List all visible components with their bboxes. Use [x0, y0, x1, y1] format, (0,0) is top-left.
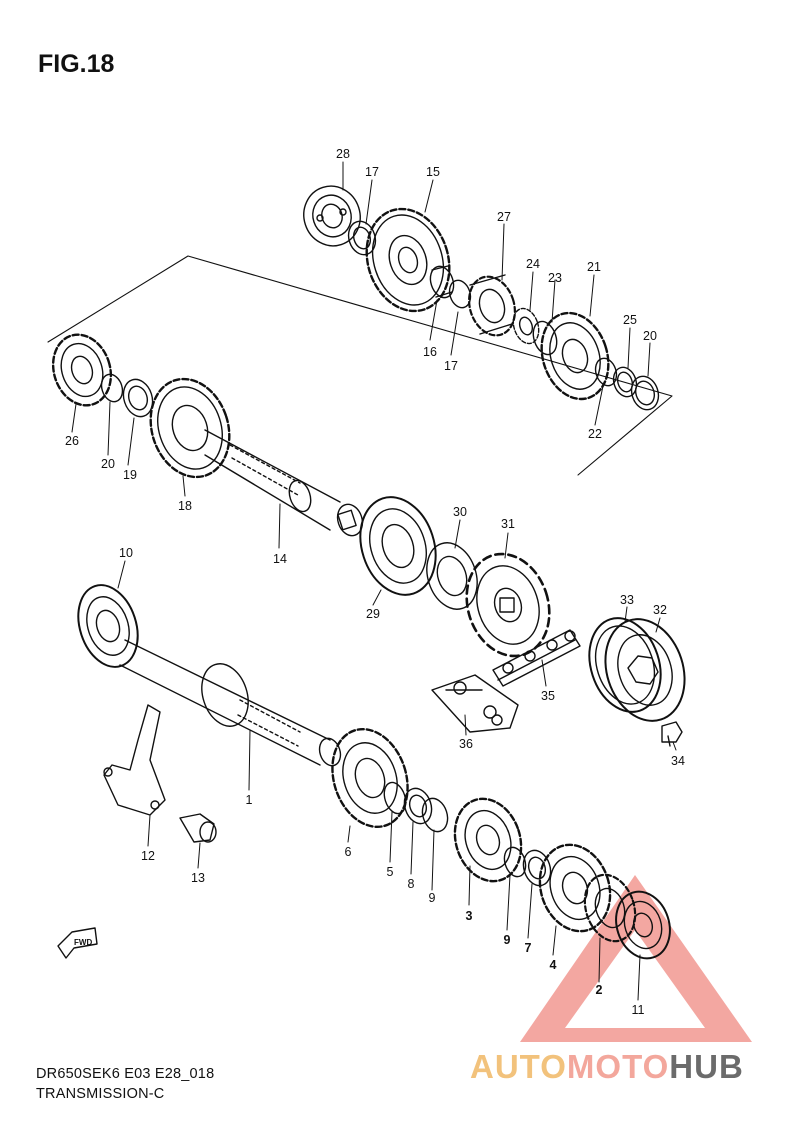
leader-lines [71, 161, 677, 1001]
callout-23: 23 [548, 271, 562, 285]
gear-6 [331, 727, 409, 829]
callout-17-upper: 17 [365, 165, 379, 179]
chain-joint-35 [492, 629, 581, 687]
callout-24: 24 [526, 257, 540, 271]
callout-20-left: 20 [101, 457, 115, 471]
callout-1: 1 [246, 793, 253, 807]
washer-19 [122, 378, 154, 418]
bushing-5 [383, 781, 407, 815]
gear-18 [149, 377, 231, 479]
gear-27 [468, 274, 516, 337]
callout-4: 4 [550, 958, 557, 972]
warning-triangle-logo [520, 875, 752, 1042]
callout-33: 33 [620, 593, 634, 607]
callout-26: 26 [65, 434, 79, 448]
gear-26 [51, 333, 113, 407]
bolt-13 [179, 813, 217, 843]
countershaft-14 [204, 429, 364, 537]
bearing-28 [303, 185, 361, 247]
watermark-auto: AUTO [470, 1048, 567, 1085]
callout-28: 28 [336, 147, 350, 161]
circlip-20-left [100, 373, 124, 403]
callout-6: 6 [345, 845, 352, 859]
bushing-22 [594, 357, 618, 387]
watermark-text: AUTOMOTOHUB [470, 1048, 744, 1086]
callout-5: 5 [387, 865, 394, 879]
callout-32: 32 [653, 603, 667, 617]
bolt-34 [661, 721, 683, 747]
callout-19: 19 [123, 468, 137, 482]
bearing-10 [77, 584, 139, 668]
diagram-footer: DR650SEK6 E03 E28_018 TRANSMISSION-C [36, 1064, 214, 1104]
callout-3: 3 [466, 909, 473, 923]
countershaft-group-outline [47, 255, 673, 476]
chain-plate-36 [431, 674, 519, 733]
callout-22: 22 [588, 427, 602, 441]
gear-15 [365, 207, 451, 313]
circlip-9-upper [421, 797, 449, 833]
callout-20-right: 20 [643, 329, 657, 343]
callout-7: 7 [525, 941, 532, 955]
callout-27: 27 [497, 210, 511, 224]
callout-8: 8 [408, 877, 415, 891]
callout-30: 30 [453, 505, 467, 519]
callout-25: 25 [623, 313, 637, 327]
callout-31: 31 [501, 517, 515, 531]
callout-14: 14 [273, 552, 287, 566]
callout-36: 36 [459, 737, 473, 751]
gear-3 [453, 797, 523, 883]
callout-9: 9 [429, 891, 436, 905]
callout-18: 18 [178, 499, 192, 513]
gear-4 [538, 843, 612, 933]
model-code: DR650SEK6 E03 E28_018 [36, 1066, 215, 1082]
callout-16: 16 [423, 345, 437, 359]
callout-9-bold: 9 [504, 933, 511, 947]
callout-2: 2 [596, 983, 603, 997]
plate-12 [103, 704, 166, 816]
sprocket-31 [465, 552, 551, 658]
bearing-11 [615, 890, 671, 960]
watermark-moto: MOTO [566, 1048, 670, 1085]
section-name: TRANSMISSION-C [36, 1086, 165, 1102]
drum-33 [588, 617, 662, 713]
callout-35: 35 [541, 689, 555, 703]
fwd-arrow-icon: FWD [57, 927, 98, 959]
driveshaft-1 [119, 639, 342, 767]
bearing-29 [359, 496, 437, 596]
callout-11: 11 [632, 1003, 645, 1017]
sprocket-cover-32 [604, 618, 686, 722]
callout-13: 13 [191, 871, 205, 885]
callout-17-lower: 17 [444, 359, 458, 373]
callout-10: 10 [119, 546, 133, 560]
circlip-20-right [630, 375, 660, 411]
callout-12: 12 [141, 849, 155, 863]
bushing-23 [532, 320, 558, 356]
callout-15: 15 [426, 165, 440, 179]
callout-34: 34 [671, 754, 685, 768]
callout-29: 29 [366, 607, 380, 621]
callout-21: 21 [587, 260, 601, 274]
washer-8 [403, 787, 433, 825]
callout-labels: 28 17 15 27 24 23 21 25 20 16 17 22 26 2… [65, 147, 685, 1017]
oil-seal-30 [426, 542, 478, 610]
fwd-label: FWD [74, 938, 92, 947]
gear-21 [540, 311, 610, 401]
watermark-hub: HUB [669, 1048, 744, 1085]
figure-title: FIG.18 [38, 50, 115, 78]
